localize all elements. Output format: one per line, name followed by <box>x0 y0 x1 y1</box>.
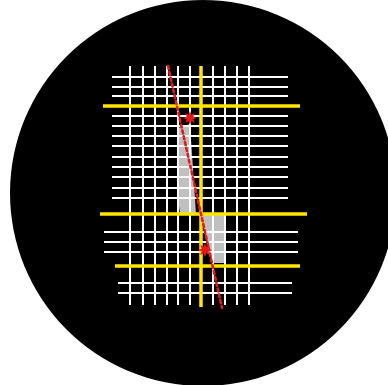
star-marker-icon <box>198 243 212 257</box>
circular-viewport <box>10 0 388 385</box>
star-marker-icon <box>183 111 197 125</box>
